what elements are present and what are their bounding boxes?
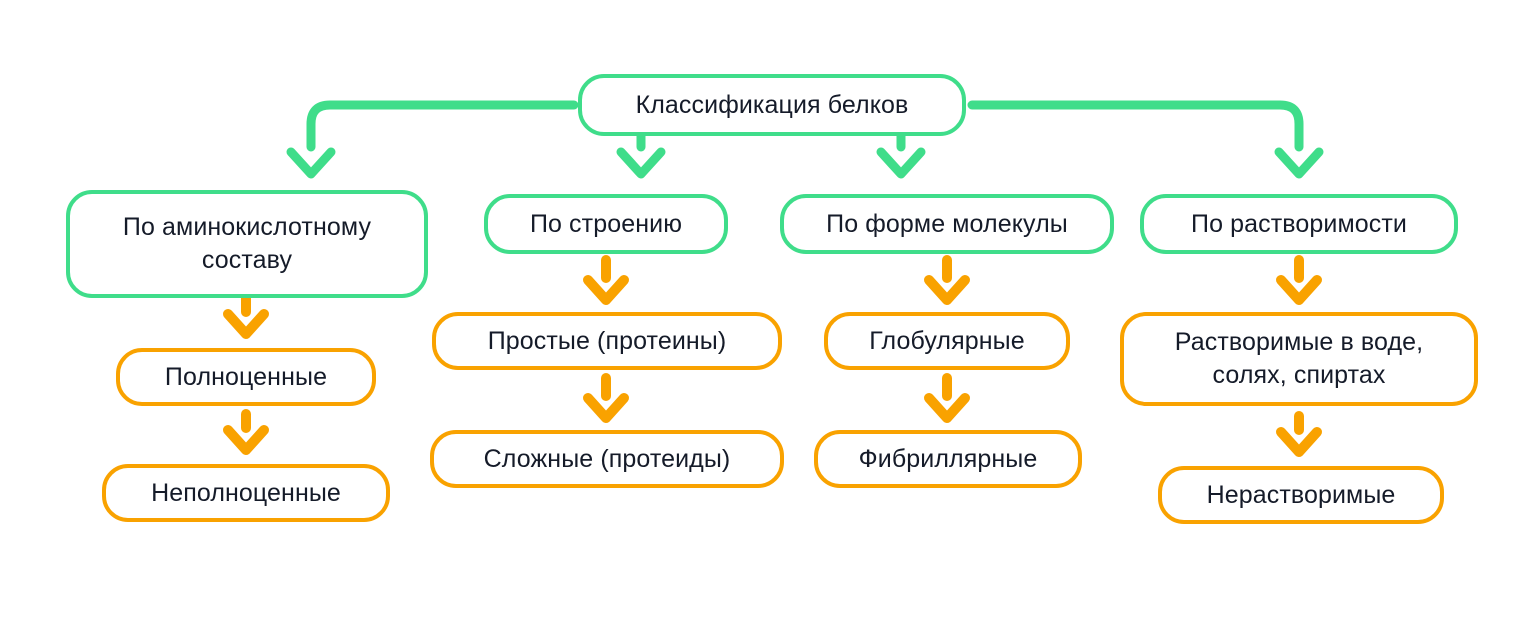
node-complete[interactable]: Полноценные (116, 348, 376, 406)
connector-molecule-shape-to-globular (924, 255, 970, 305)
node-solubility[interactable]: По растворимости (1140, 194, 1458, 254)
node-soluble[interactable]: Растворимые в воде, солях, спиртах (1120, 312, 1478, 406)
connector-solubility-to-soluble (1276, 255, 1322, 305)
node-complete-label: Полноценные (164, 362, 328, 391)
node-soluble-label: Растворимые в воде, солях, спиртах (1174, 328, 1424, 389)
node-simple-proteins[interactable]: Простые (протеины) (432, 312, 782, 370)
node-insoluble[interactable]: Нерастворимые (1158, 466, 1444, 524)
connector-root-to-solubility (967, 100, 1324, 179)
connector-globular-to-fibrillar (924, 373, 970, 423)
node-root-label: Классификация белков (635, 90, 909, 119)
node-fibrillar-label: Фибриллярные (858, 444, 1038, 473)
connector-root-to-structure (616, 131, 666, 179)
node-incomplete-label: Неполноценные (151, 478, 341, 507)
node-structure-label: По строению (529, 209, 683, 238)
node-globular-label: Глобулярные (869, 326, 1025, 355)
node-insoluble-label: Нерастворимые (1206, 480, 1396, 509)
node-simple-proteins-label: Простые (протеины) (487, 326, 727, 355)
node-globular[interactable]: Глобулярные (824, 312, 1070, 370)
connector-soluble-to-insoluble (1276, 411, 1322, 457)
connector-structure-to-simple-proteins (583, 255, 629, 305)
node-molecule-shape[interactable]: По форме молекулы (780, 194, 1114, 254)
node-amino-acid-composition-label: По аминокислотному составу (122, 213, 372, 274)
node-fibrillar[interactable]: Фибриллярные (814, 430, 1082, 488)
node-molecule-shape-label: По форме молекулы (826, 209, 1068, 238)
node-incomplete[interactable]: Неполноценные (102, 464, 390, 522)
node-amino-acid-composition[interactable]: По аминокислотному составу (66, 190, 428, 298)
node-complex-proteids-label: Сложные (протеиды) (483, 444, 731, 473)
connector-amino-acid-composition-to-complete (223, 293, 269, 339)
node-root[interactable]: Классификация белков (578, 74, 966, 136)
node-complex-proteids[interactable]: Сложные (протеиды) (430, 430, 784, 488)
connector-simple-proteins-to-complex-proteids (583, 373, 629, 423)
connector-root-to-amino-acid-composition (286, 100, 579, 179)
node-solubility-label: По растворимости (1191, 209, 1407, 238)
connector-root-to-molecule-shape (876, 131, 926, 179)
node-structure[interactable]: По строению (484, 194, 728, 254)
connector-complete-to-incomplete (223, 409, 269, 455)
